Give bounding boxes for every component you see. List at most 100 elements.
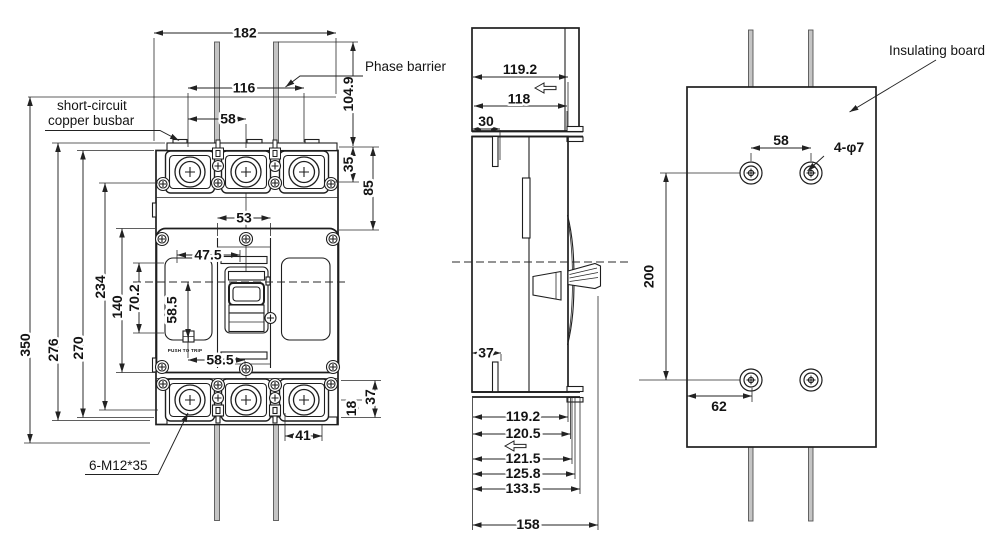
side-view: 119.2 118 30 37 119.2 [452,27,632,535]
dim-58-5v-value: 58.5 [164,296,180,323]
side-body [452,27,632,403]
dim-58b-value: 58 [773,132,789,148]
dim-58-5-horizontal: 58.5 [188,349,246,370]
dim-125-8: 125.8 [473,398,576,484]
screw-icon [210,377,226,393]
dim-62-value: 62 [711,398,727,414]
screw-icon [154,359,170,375]
board-view: 58 200 62 4-φ7 Insulating board [638,29,985,522]
screw-icon [210,175,226,191]
top-busbar-left [214,41,220,144]
dim-47-5: 47.5 [176,244,241,265]
screw-icon [268,159,282,173]
dim-58-5-vertical: 58.5 [161,282,191,358]
terminal-bottom-2 [222,379,271,421]
dim-133-5: 133.5 [473,398,581,499]
dim-62: 62 [687,388,753,417]
dim-119-2-bottom: 119.2 [473,398,569,427]
dim-85: 85 [339,147,379,231]
dim-200: 200 [638,172,740,381]
dim-70-2: 70.2 [124,262,164,334]
dim-58-5h-value: 58.5 [206,352,233,368]
dim-119-2t-value: 119.2 [503,61,537,77]
terminal-top-3 [280,151,329,193]
phase-barrier-pin [491,361,499,393]
left-arrow-icon [534,82,557,94]
dim-37f-value: 37 [362,389,378,405]
dim-41-value: 41 [295,427,311,443]
screw-icon [154,231,170,247]
front-dimensions: 182 116 58 104.9 35 [15,22,381,446]
dim-58-board: 58 [750,130,812,161]
busbar-label-line2: copper busbar [48,113,135,128]
insulating-board-outline [686,86,877,448]
dim-158: 158 [472,296,599,535]
dim-125-8-value: 125.8 [505,465,540,481]
screw-icon [211,159,225,173]
dim-121-5-value: 121.5 [505,450,540,466]
screw-icon [155,176,171,192]
screw-icon [323,376,339,392]
push-to-trip-label: PUSH TO TRIP [168,348,202,353]
dim-182: 182 [153,22,337,141]
board-dimensions: 58 200 62 4-φ7 [638,130,867,417]
dim-119-2-top: 119.2 [473,59,569,126]
dim-70-2-value: 70.2 [126,284,142,311]
board-labels: Insulating board [849,43,985,113]
bottom-busbar-left [214,424,220,521]
bolt-spec-leader-line [85,412,189,475]
dim-276: 276 [43,142,165,421]
bolt-spec-label: 6-M12*35 [89,458,148,473]
mounting-hole-icon [799,161,823,185]
dim-182-value: 182 [233,25,257,41]
dim-234-value: 234 [92,275,108,299]
dim-158-value: 158 [516,516,540,532]
dim-350-value: 350 [17,333,33,357]
busbar-label-line1: short-circuit [57,98,127,113]
dim-58-value: 58 [220,111,236,127]
insulating-board-leader-line [849,59,937,113]
dim-85-value: 85 [360,180,376,196]
dim-234: 234 [90,182,158,411]
dim-37s-value: 37 [478,345,494,361]
mounting-hole-icon [739,161,763,185]
push-to-trip-button[interactable] [182,330,195,343]
breaker-handle[interactable] [224,266,271,334]
dim-121-5: 121.5 [473,398,573,469]
dim-120-5: 120.5 [473,398,571,452]
dim-140-value: 140 [109,295,125,319]
front-module: PUSH TO TRIP [133,227,345,377]
dim-133-5-value: 133.5 [505,480,540,496]
screw-icon [267,175,283,191]
dim-104-9: 104.9 [278,41,359,146]
terminal-bottom-1 [166,379,215,421]
dim-37-side: 37 [472,342,502,363]
dim-37-front: 37 [341,380,381,418]
dim-47-5-value: 47.5 [194,247,221,263]
busbar-leader-line [45,130,180,141]
dim-116: 116 [187,77,305,147]
dim-350: 350 [15,97,150,444]
front-terminals [155,139,339,424]
insulating-board-label: Insulating board [889,43,985,58]
hole-spec-value: 4-φ7 [834,139,864,155]
front-labels: short-circuit copper busbar Phase barrie… [45,59,447,475]
screw-icon [211,391,225,405]
side-handle[interactable] [532,214,602,346]
dim-200-value: 200 [641,265,657,289]
dim-58-top: 58 [188,108,247,148]
bottom-busbar-right [273,424,279,521]
mounting-hole-icon [799,368,823,392]
phase-barrier-pin [491,135,499,168]
front-view: PUSH TO TRIP 182 116 58 [15,22,447,521]
side-dimensions: 119.2 118 30 37 119.2 [472,59,599,535]
dim-118-value: 118 [508,91,531,107]
hole-spec: 4-φ7 [807,137,867,172]
dim-41: 41 [284,413,323,446]
right-window [280,257,331,341]
terminal-top-2 [222,151,271,193]
dim-53-value: 53 [236,210,252,226]
dim-30: 30 [472,111,501,160]
terminal-top-1 [166,151,215,193]
screw-icon [325,359,341,375]
